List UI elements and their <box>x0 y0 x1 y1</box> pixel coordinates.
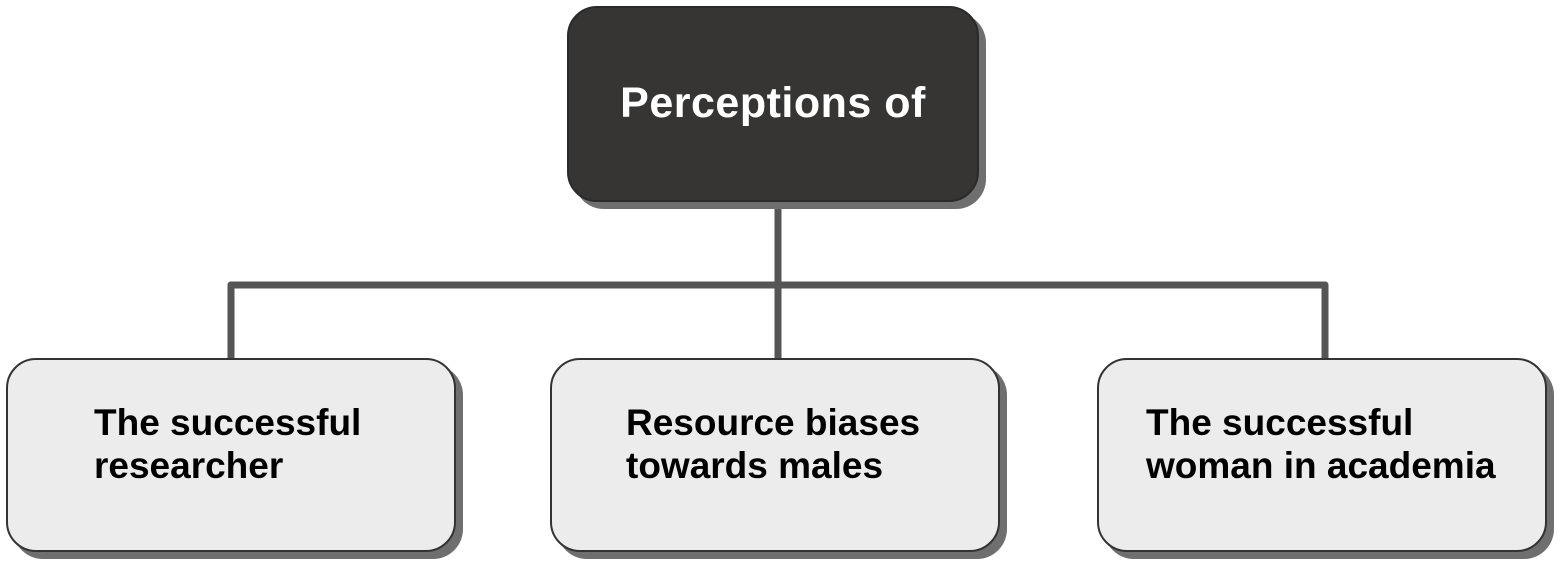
root-node-label: Perceptions of <box>620 78 926 127</box>
child-node-1-label: The successful researcher <box>94 402 362 486</box>
child-node-3: The successful woman in academia <box>1097 358 1547 552</box>
child-node-3-label: The successful woman in academia <box>1146 402 1496 486</box>
child-node-2-label: Resource biases towards males <box>626 402 921 486</box>
root-node: Perceptions of <box>567 6 979 202</box>
child-node-1: The successful researcher <box>6 358 456 552</box>
child-node-2: Resource biases towards males <box>550 358 1000 552</box>
